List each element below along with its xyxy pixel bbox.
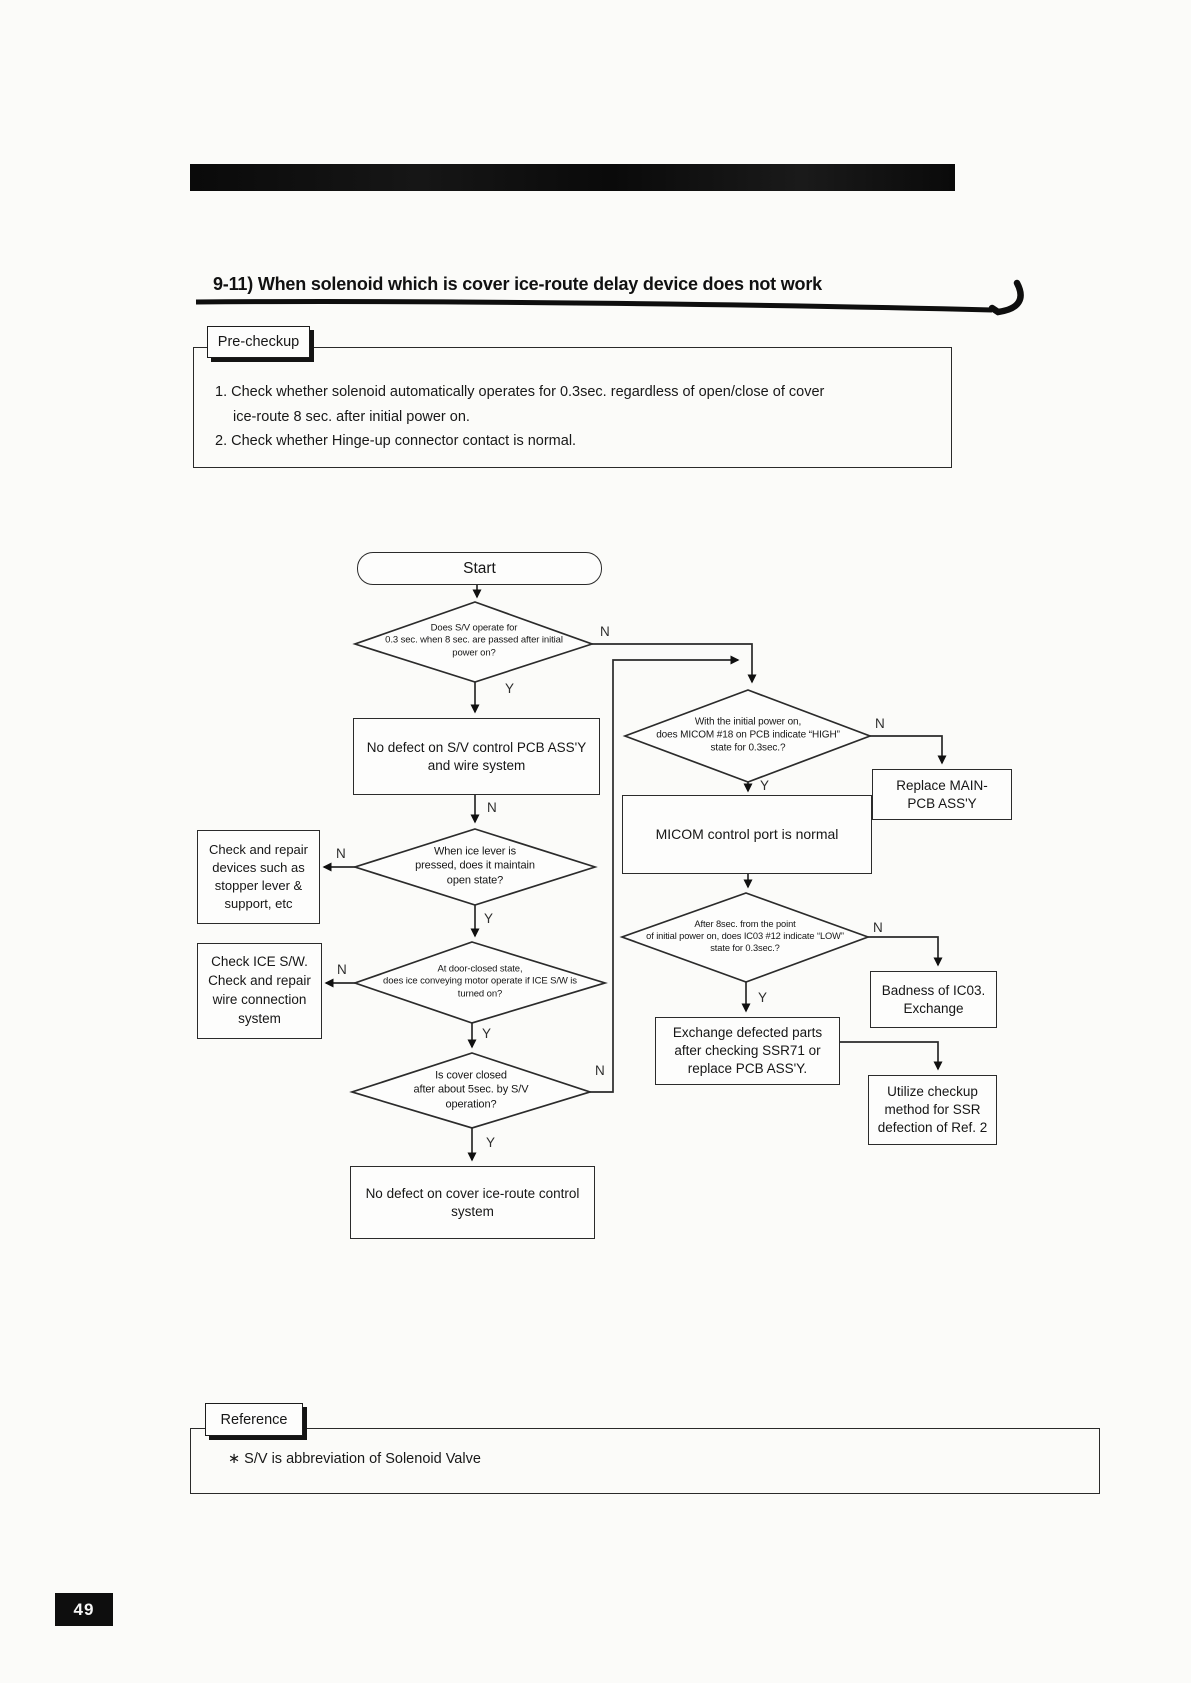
reference-tab: Reference xyxy=(205,1403,303,1436)
decision-sv-operate-text: Does S/V operate for 0.3 sec. when 8 sec… xyxy=(385,622,563,659)
edge-label-coverclosed-no: N xyxy=(595,1063,605,1078)
edge-micom18-no xyxy=(870,735,947,765)
page-number-badge: 49 xyxy=(55,1593,113,1626)
flow-node-replace-main-pcb: Replace MAIN- PCB ASS'Y xyxy=(872,769,1012,820)
edge-label-doorclosed-yes: Y xyxy=(482,1026,492,1041)
edge-label-sv-yes: Y xyxy=(505,681,515,696)
decision-cover-closed-text: Is cover closed after about 5sec. by S/V… xyxy=(413,1069,529,1111)
reference-box xyxy=(190,1428,1100,1494)
edge-ic03-no xyxy=(868,936,943,967)
edge-label-icelever-yes: Y xyxy=(484,911,494,926)
edge-label-icelever-no: N xyxy=(336,846,346,861)
flow-node-no-defect-sv: No defect on S/V control PCB ASS'Y and w… xyxy=(353,718,600,795)
pre-checkup-tab-label: Pre-checkup xyxy=(217,334,300,350)
edge-label-micom18-no: N xyxy=(875,716,885,731)
reference-tab-label: Reference xyxy=(220,1411,288,1428)
flow-node-utilize-checkup: Utilize checkup method for SSR defection… xyxy=(868,1075,997,1145)
section-header-bar xyxy=(190,164,955,191)
edge-label-ic03-yes: Y xyxy=(758,990,768,1005)
flow-node-exchange-parts: Exchange defected parts after checking S… xyxy=(655,1017,840,1085)
edge-exchange-to-utilize xyxy=(838,1041,943,1071)
pre-checkup-item-2: 2. Check whether Hinge-up connector cont… xyxy=(215,433,577,449)
pre-checkup-box xyxy=(193,347,952,468)
flow-node-badness-ic03: Badness of IC03. Exchange xyxy=(870,971,997,1028)
edge-label-nodefect-n: N xyxy=(487,800,497,815)
page-title: 9-11) When solenoid which is cover ice-r… xyxy=(213,274,822,294)
page-number: 49 xyxy=(73,1599,95,1619)
pre-checkup-item-1: 1. Check whether solenoid automatically … xyxy=(215,384,825,425)
decision-micom18-text: With the initial power on, does MICOM #1… xyxy=(656,716,840,754)
decision-door-closed-text: At door-closed state, does ice conveying… xyxy=(383,963,577,1000)
edge-label-doorclosed-no: N xyxy=(337,962,347,977)
pre-checkup-items: 1. Check whether solenoid automatically … xyxy=(215,380,943,454)
flow-node-micom-normal: MICOM control port is normal xyxy=(622,795,872,874)
flow-node-no-defect-cover: No defect on cover ice-route control sys… xyxy=(350,1166,595,1239)
edge-label-micom18-yes: Y xyxy=(760,778,770,793)
decision-ic03-text: After 8sec. from the point of initial po… xyxy=(646,918,844,954)
pre-checkup-tab: Pre-checkup xyxy=(207,326,310,358)
flow-node-start: Start xyxy=(357,552,602,585)
edge-sv-no xyxy=(592,643,757,684)
flow-node-check-stopper: Check and repair devices such as stopper… xyxy=(197,830,320,924)
decision-ice-lever-text: When ice lever is pressed, does it maint… xyxy=(415,845,535,887)
title-underline-swoosh xyxy=(195,299,993,313)
title-underline-hook xyxy=(988,279,1024,316)
edge-label-coverclosed-yes: Y xyxy=(486,1135,496,1150)
edge-loopback-cover-no xyxy=(590,655,740,1093)
start-label: Start xyxy=(463,559,496,577)
edge-label-ic03-no: N xyxy=(873,920,883,935)
reference-note: ∗ S/V is abbreviation of Solenoid Valve xyxy=(228,1451,481,1467)
flow-node-check-ice-sw: Check ICE S/W. Check and repair wire con… xyxy=(197,943,322,1039)
edge-label-sv-no: N xyxy=(600,624,610,639)
